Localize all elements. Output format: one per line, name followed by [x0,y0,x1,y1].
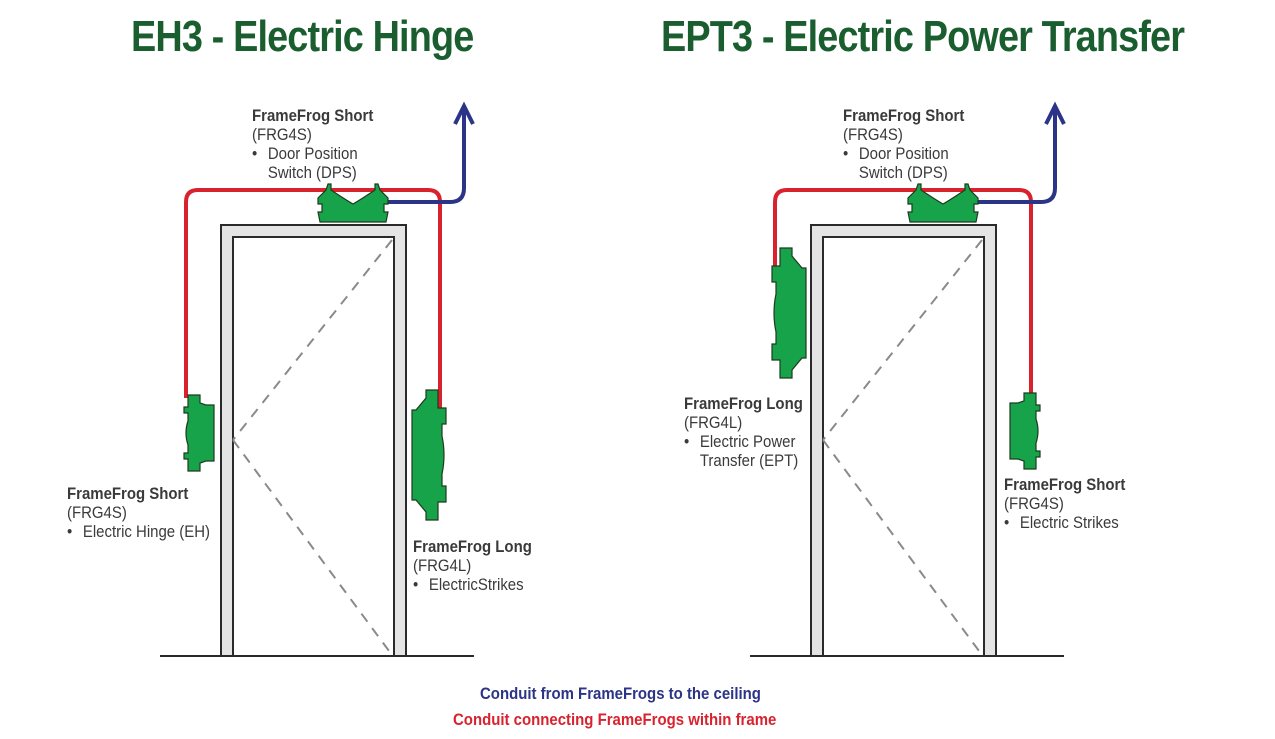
label-code: (FRG4S) [843,125,903,144]
label-code: (FRG4L) [413,556,472,575]
label-code: (FRG4S) [67,503,127,522]
legend-blue-conduit: Conduit from FrameFrogs to the ceiling [480,684,761,703]
door-frame [810,224,997,657]
label-code: (FRG4S) [252,125,312,144]
label-bullet: Electric Strikes [1004,513,1125,532]
arrow-up-icon [453,101,475,125]
label-left-hinge: FrameFrog Short (FRG4S) Electric Hinge (… [67,484,210,541]
label-code: (FRG4L) [684,413,743,432]
label-bullet-cont: Transfer (EPT) [699,451,799,470]
arrow-up-icon [1044,101,1066,125]
door-swing-lines [232,239,393,656]
red-conduit [184,188,442,420]
label-name: FrameFrog Long [684,394,803,413]
framefrog-long-ept [771,247,807,379]
label-left-strike: FrameFrog Long (FRG4L) ElectricStrikes [413,537,532,594]
title-electric-power-transfer: EPT3 - Electric Power Transfer [661,12,1185,61]
label-name: FrameFrog Short [67,484,189,503]
label-right-top-dps: FrameFrog Short (FRG4S) Door Position Sw… [843,106,964,182]
left-diagram [160,101,475,657]
label-right-strike: FrameFrog Short (FRG4S) Electric Strikes [1004,475,1125,532]
label-bullet-cont: Switch (DPS) [858,163,948,182]
label-right-ept: FrameFrog Long (FRG4L) Electric Power Tr… [684,394,803,470]
label-code: (FRG4S) [1004,494,1064,513]
door-swing-lines [822,239,983,656]
label-left-top-dps: FrameFrog Short (FRG4S) Door Position Sw… [252,106,373,182]
label-name: FrameFrog Short [252,106,374,125]
label-bullet: Electric Power [684,432,803,451]
label-bullet: ElectricStrikes [413,575,532,594]
label-bullet: Door Position [252,144,373,163]
label-bullet: Door Position [843,144,964,163]
label-name: FrameFrog Long [413,537,532,556]
right-diagram [750,101,1066,657]
legend-red-conduit: Conduit connecting FrameFrogs within fra… [453,710,777,729]
blue-conduit [388,110,466,204]
framefrog-long-strike [411,389,447,521]
blue-conduit [978,110,1057,204]
door-frame [220,224,407,657]
framefrog-short-hinge [183,394,215,472]
label-bullet-cont: Switch (DPS) [267,163,357,182]
red-conduit [773,188,1033,398]
title-electric-hinge: EH3 - Electric Hinge [131,12,474,61]
framefrog-short-strike [1009,392,1041,470]
label-bullet: Electric Hinge (EH) [67,522,210,541]
label-name: FrameFrog Short [1004,475,1126,494]
label-name: FrameFrog Short [843,106,965,125]
